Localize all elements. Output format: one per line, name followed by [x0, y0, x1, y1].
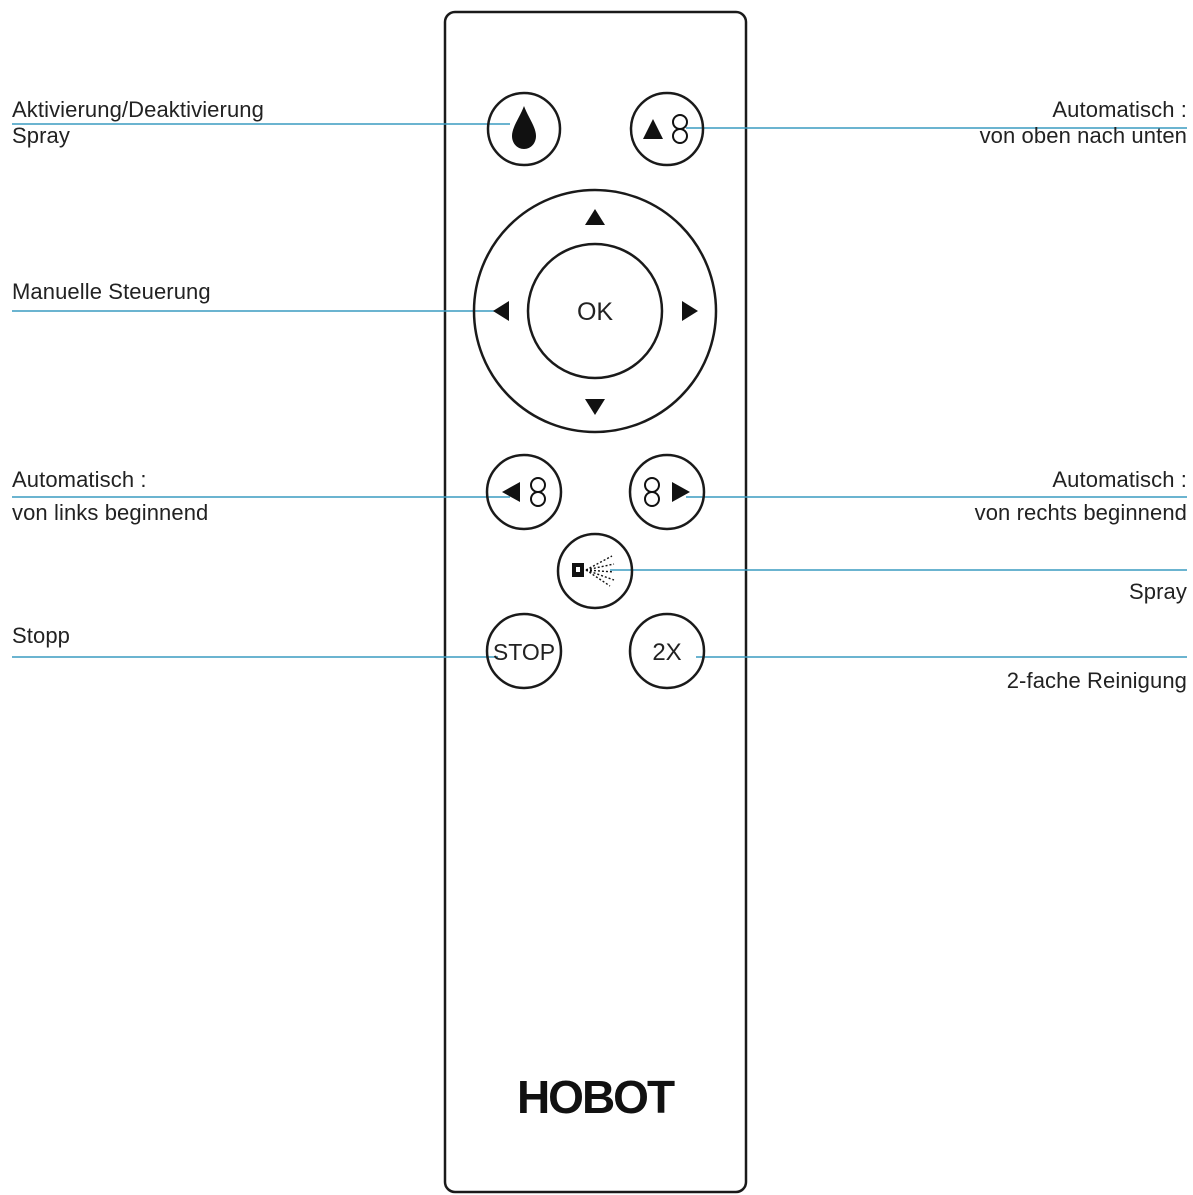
dpad-up-button[interactable] — [585, 209, 605, 225]
label-auto-right-line2: von rechts beginnend — [974, 500, 1187, 525]
brand-logo: HOBOT — [517, 1071, 675, 1123]
dpad-right-button[interactable] — [682, 301, 698, 321]
label-auto-left-line2: von links beginnend — [12, 500, 209, 525]
ok-label: OK — [577, 298, 613, 326]
stop-label: STOP — [493, 639, 555, 665]
auto-right-button[interactable] — [628, 453, 706, 531]
label-spray-toggle-line2: Spray — [12, 123, 70, 148]
stop-button[interactable]: STOP — [485, 612, 563, 690]
label-stop-line1: Stopp — [12, 623, 70, 648]
figure8-triangle-right-icon — [644, 477, 690, 507]
auto-top-down-button[interactable] — [629, 91, 705, 167]
label-auto-right-line1: Automatisch : — [1052, 467, 1187, 492]
label-auto-left: Automatisch : von links beginnend — [12, 467, 208, 526]
spray-toggle-button[interactable] — [486, 91, 562, 167]
label-auto-top-down-line2: von oben nach unten — [979, 123, 1187, 148]
label-auto-top-down-line1: Automatisch : — [1052, 97, 1187, 122]
dpad-down-button[interactable] — [585, 399, 605, 415]
label-spray: Spray — [1129, 579, 1187, 605]
spray-nozzle-icon — [572, 555, 615, 587]
water-drop-icon — [512, 106, 536, 149]
label-spray-toggle: Aktivierung/Deaktivierung Spray — [12, 97, 264, 149]
triangle-up-figure8-icon — [643, 114, 688, 144]
dpad: OK — [472, 188, 718, 434]
double-clean-button[interactable]: 2X — [628, 612, 706, 690]
dpad-left-button[interactable] — [493, 301, 509, 321]
double-label: 2X — [652, 639, 681, 666]
leader-lines — [12, 123, 1187, 658]
label-manual-control-line1: Manuelle Steuerung — [12, 279, 211, 304]
label-spray-line1: Spray — [1129, 579, 1187, 604]
label-stop: Stopp — [12, 623, 70, 649]
label-auto-left-line1: Automatisch : — [12, 467, 147, 492]
label-double-clean: 2-fache Reinigung — [1007, 668, 1187, 694]
label-spray-toggle-line1: Aktivierung/Deaktivierung — [12, 97, 264, 122]
ok-button[interactable]: OK — [526, 242, 664, 380]
label-manual-control: Manuelle Steuerung — [12, 279, 211, 305]
remote-body — [443, 10, 748, 1194]
triangle-left-figure8-icon — [502, 477, 546, 507]
label-auto-right: Automatisch : von rechts beginnend — [975, 467, 1187, 526]
dpad-outer-ring — [472, 188, 718, 434]
auto-left-button[interactable] — [485, 453, 563, 531]
spray-button[interactable] — [556, 532, 634, 610]
label-auto-top-down: Automatisch : von oben nach unten — [980, 97, 1187, 149]
label-double-clean-line1: 2-fache Reinigung — [1006, 668, 1187, 693]
